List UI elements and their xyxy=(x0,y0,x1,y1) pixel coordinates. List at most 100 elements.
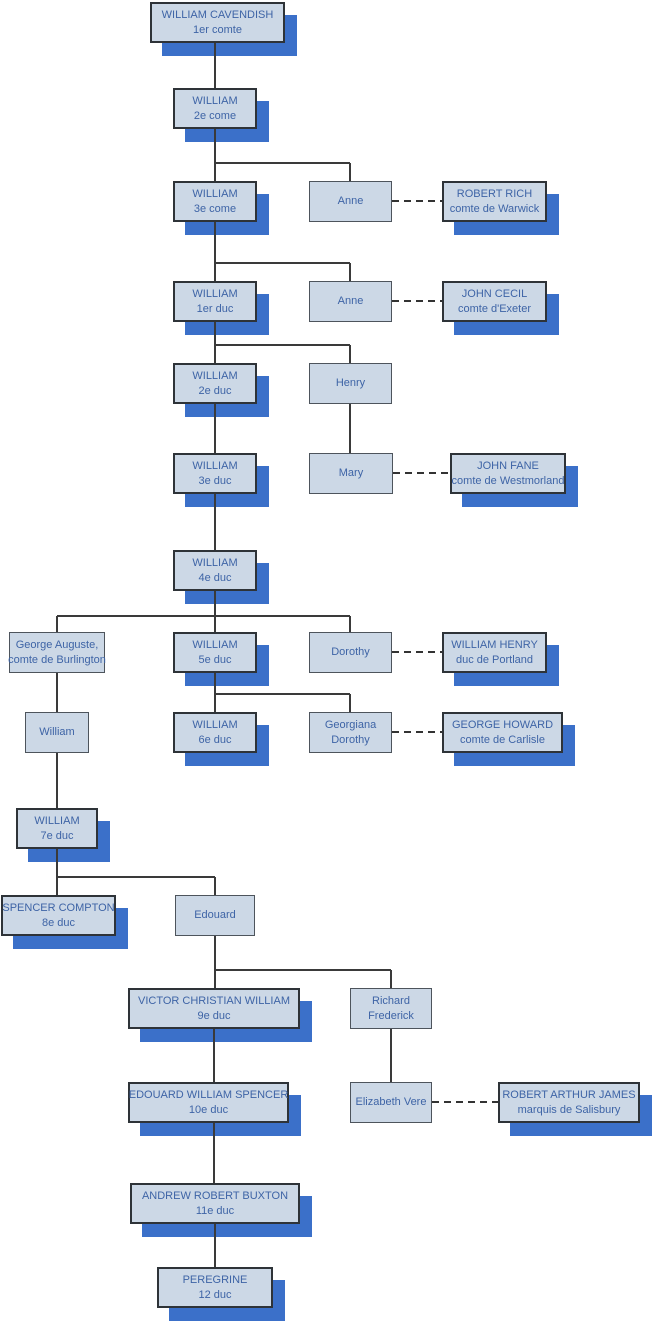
node-label-line: William xyxy=(39,726,75,738)
marriage-dashed-line xyxy=(392,200,442,202)
node-label-line: comte d'Exeter xyxy=(457,302,532,315)
descent-line-vertical xyxy=(56,877,58,895)
descent-line-vertical xyxy=(214,970,216,988)
descent-line-vertical xyxy=(214,673,216,694)
node-label-line: ROBERT RICH xyxy=(456,187,533,200)
descent-line-vertical xyxy=(56,849,58,877)
node-label-line: 10e duc xyxy=(188,1103,229,1116)
node-label-line: 6e duc xyxy=(198,733,232,746)
descent-line-vertical xyxy=(349,404,351,453)
tree-node-edouard: Edouard xyxy=(175,895,255,936)
descent-line-vertical xyxy=(56,753,58,808)
node-label-line: WILLIAM xyxy=(192,638,238,651)
tree-node-elizabeth-vere: Elizabeth Vere xyxy=(350,1082,432,1123)
tree-node-edouard-william-10e-duc: EDOUARD WILLIAM SPENCER 10e duc xyxy=(128,1082,289,1123)
node-label-line: Georgiana xyxy=(324,718,377,731)
node-label-line: 8e duc xyxy=(41,916,76,929)
descent-line-vertical xyxy=(390,970,392,988)
tree-node-george-auguste: George Auguste, comte de Burlington xyxy=(8,632,106,673)
descent-line-vertical xyxy=(349,263,351,281)
node-label-line: WILLIAM xyxy=(192,287,238,300)
descent-line-vertical xyxy=(390,1029,392,1082)
tree-node-william-fils: William xyxy=(25,712,89,753)
descent-line-vertical xyxy=(214,129,216,181)
node-label-line: WILLIAM xyxy=(192,718,238,731)
node-label-line: Elizabeth Vere xyxy=(355,1096,427,1108)
node-label-line: SPENCER COMPTON xyxy=(2,901,115,914)
node-label-line: Anne xyxy=(337,295,364,307)
descent-line-vertical xyxy=(214,322,216,363)
node-label-line: EDOUARD WILLIAM SPENCER xyxy=(128,1088,289,1101)
tree-node-mary: Mary xyxy=(309,453,393,494)
node-label-line: comte de Burlington xyxy=(8,653,106,666)
node-label-line: PEREGRINE xyxy=(182,1273,248,1286)
node-label-line: George Auguste, xyxy=(15,638,99,651)
node-label-line: Dorothy xyxy=(331,646,370,658)
descent-line-vertical xyxy=(214,43,216,88)
node-label-line: Frederick xyxy=(368,1009,414,1022)
descent-line-vertical xyxy=(56,616,58,632)
node-label-line: 5e duc xyxy=(198,653,232,666)
marriage-dashed-line xyxy=(432,1101,498,1103)
node-label-line: WILLIAM xyxy=(192,94,238,107)
node-label-line: JOHN CECIL xyxy=(461,287,528,300)
descent-line-vertical xyxy=(349,163,351,181)
descent-line-horizontal xyxy=(215,693,350,695)
node-label-line: Henry xyxy=(335,377,366,389)
descent-line-horizontal xyxy=(215,162,350,164)
node-label-line: 7e duc xyxy=(40,829,74,842)
marriage-dashed-line xyxy=(392,651,442,653)
descent-line-horizontal xyxy=(215,969,391,971)
descent-line-vertical xyxy=(214,494,216,550)
node-label-line: Mary xyxy=(338,467,364,479)
tree-node-henry: Henry xyxy=(309,363,392,404)
node-label-line: 9e duc xyxy=(197,1009,231,1022)
descent-line-vertical xyxy=(349,345,351,363)
descent-line-vertical xyxy=(214,694,216,712)
descent-line-vertical xyxy=(214,616,216,632)
node-label-line: 1er comte xyxy=(193,23,242,36)
node-label-line: comte de Carlisle xyxy=(460,733,545,746)
tree-node-william-5e-duc: WILLIAM 5e duc xyxy=(173,632,257,673)
descent-line-vertical xyxy=(214,936,216,970)
descent-line-horizontal xyxy=(57,615,350,617)
node-label-line: WILLIAM xyxy=(192,459,238,472)
descent-line-vertical xyxy=(213,1123,215,1183)
descent-line-vertical xyxy=(349,616,351,632)
node-label-line: Anne xyxy=(337,195,364,207)
tree-node-anne-warwick: Anne xyxy=(309,181,392,222)
tree-node-anne-exeter: Anne xyxy=(309,281,392,322)
tree-node-robert-rich: ROBERT RICH comte de Warwick xyxy=(442,181,547,222)
tree-node-john-cecil: JOHN CECIL comte d'Exeter xyxy=(442,281,547,322)
tree-node-william-3e-come: WILLIAM 3e come xyxy=(173,181,257,222)
descent-line-vertical xyxy=(214,591,216,616)
node-label-line: GEORGE HOWARD xyxy=(451,718,554,731)
node-label-line: comte de Warwick xyxy=(449,202,540,215)
node-label-line: 11e duc xyxy=(195,1204,235,1217)
node-label-line: 1er duc xyxy=(196,302,234,315)
node-label-line: ROBERT ARTHUR JAMES xyxy=(502,1088,636,1101)
tree-node-william-6e-duc: WILLIAM 6e duc xyxy=(173,712,257,753)
node-label-line: ANDREW ROBERT BUXTON xyxy=(141,1189,289,1202)
node-label-line: WILLIAM HENRY xyxy=(451,638,538,651)
node-label-line: WILLIAM xyxy=(192,187,238,200)
marriage-dashed-line xyxy=(392,731,442,733)
descent-line-vertical xyxy=(214,404,216,453)
node-label-line: Dorothy xyxy=(331,733,370,746)
tree-node-dorothy: Dorothy xyxy=(309,632,392,673)
node-label-line: WILLIAM xyxy=(192,556,238,569)
node-label-line: Edouard xyxy=(194,909,236,921)
node-label-line: Richard xyxy=(372,994,410,1007)
node-label-line: WILLIAM xyxy=(34,814,80,827)
node-label-line: 3e come xyxy=(193,202,237,215)
tree-node-william-1er-duc: WILLIAM 1er duc xyxy=(173,281,257,322)
